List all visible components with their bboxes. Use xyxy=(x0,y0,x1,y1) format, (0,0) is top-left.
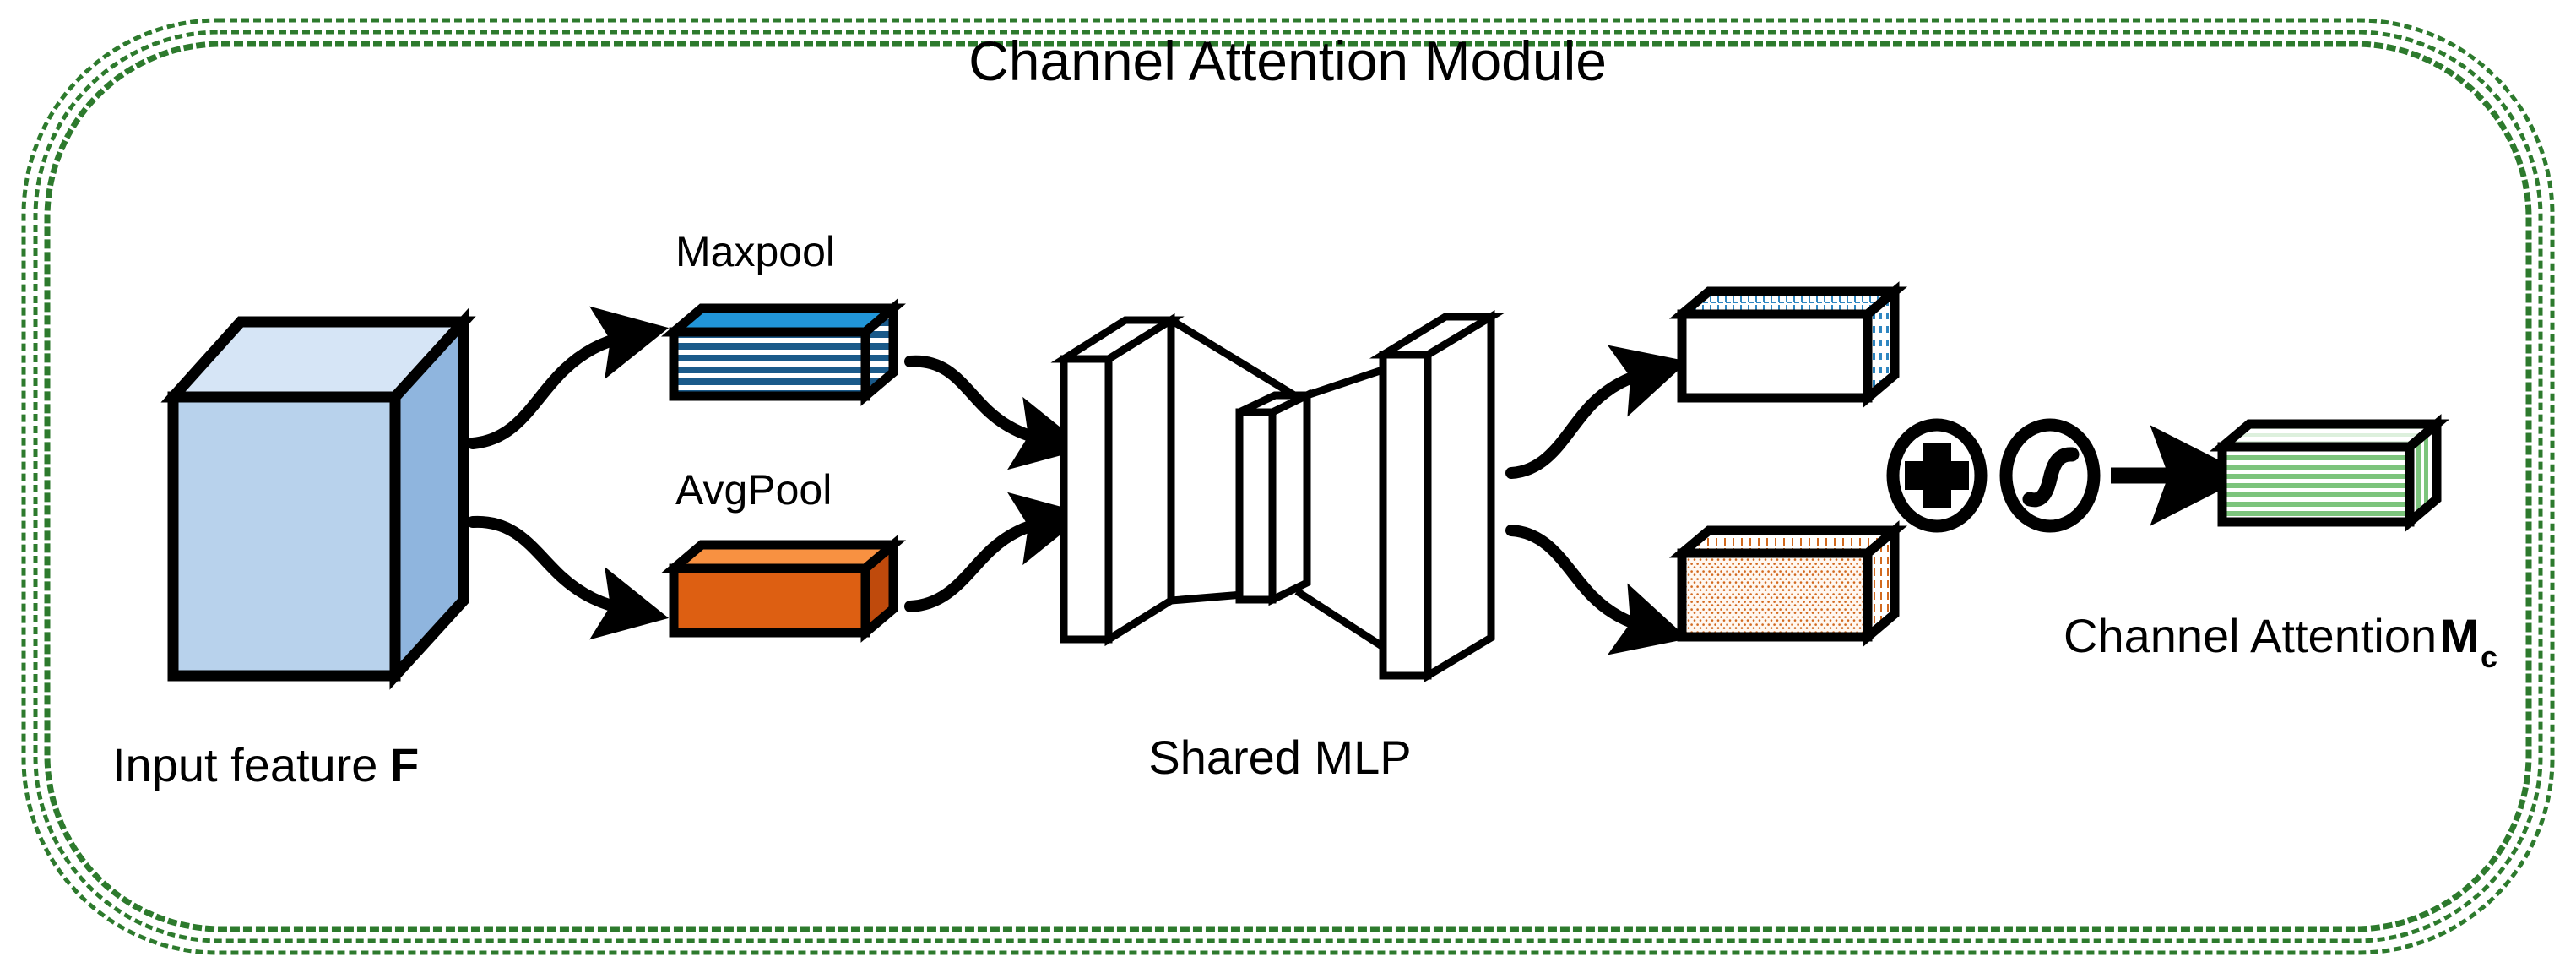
add-operator-icon xyxy=(1886,418,1988,533)
arrow-maxpool-to-mlp xyxy=(904,355,1087,470)
channel-attention-subscript: c xyxy=(2481,639,2497,674)
avgpool-block xyxy=(661,535,906,643)
arrow-mlp-to-out-bottom xyxy=(1505,525,1689,655)
channel-attention-output-block xyxy=(2209,414,2450,532)
avgpool-label: AvgPool xyxy=(675,466,832,514)
module-border xyxy=(21,18,2555,955)
channel-attention-symbol: M xyxy=(2440,609,2480,662)
channel-attention-label: Channel Attention xyxy=(2064,609,2437,662)
sigmoid-operator-icon xyxy=(1999,418,2101,533)
arrow-mlp-to-out-top xyxy=(1505,345,1689,479)
arrow-cube-to-avgpool xyxy=(467,515,670,640)
arrow-cube-to-maxpool xyxy=(467,306,670,449)
page-title: Channel Attention Module xyxy=(968,30,1607,92)
shared-mlp xyxy=(1050,310,1505,682)
input-feature-label: Input feature xyxy=(112,738,377,791)
mlp-output-top-block xyxy=(1668,281,1908,408)
input-feature-cube xyxy=(160,307,476,690)
arrow-avgpool-to-mlp xyxy=(904,492,1087,612)
maxpool-label: Maxpool xyxy=(675,228,835,275)
input-feature-symbol: F xyxy=(390,738,419,791)
maxpool-block xyxy=(661,298,906,406)
mlp-output-bottom-block xyxy=(1668,520,1908,647)
shared-mlp-label: Shared MLP xyxy=(1148,731,1411,784)
